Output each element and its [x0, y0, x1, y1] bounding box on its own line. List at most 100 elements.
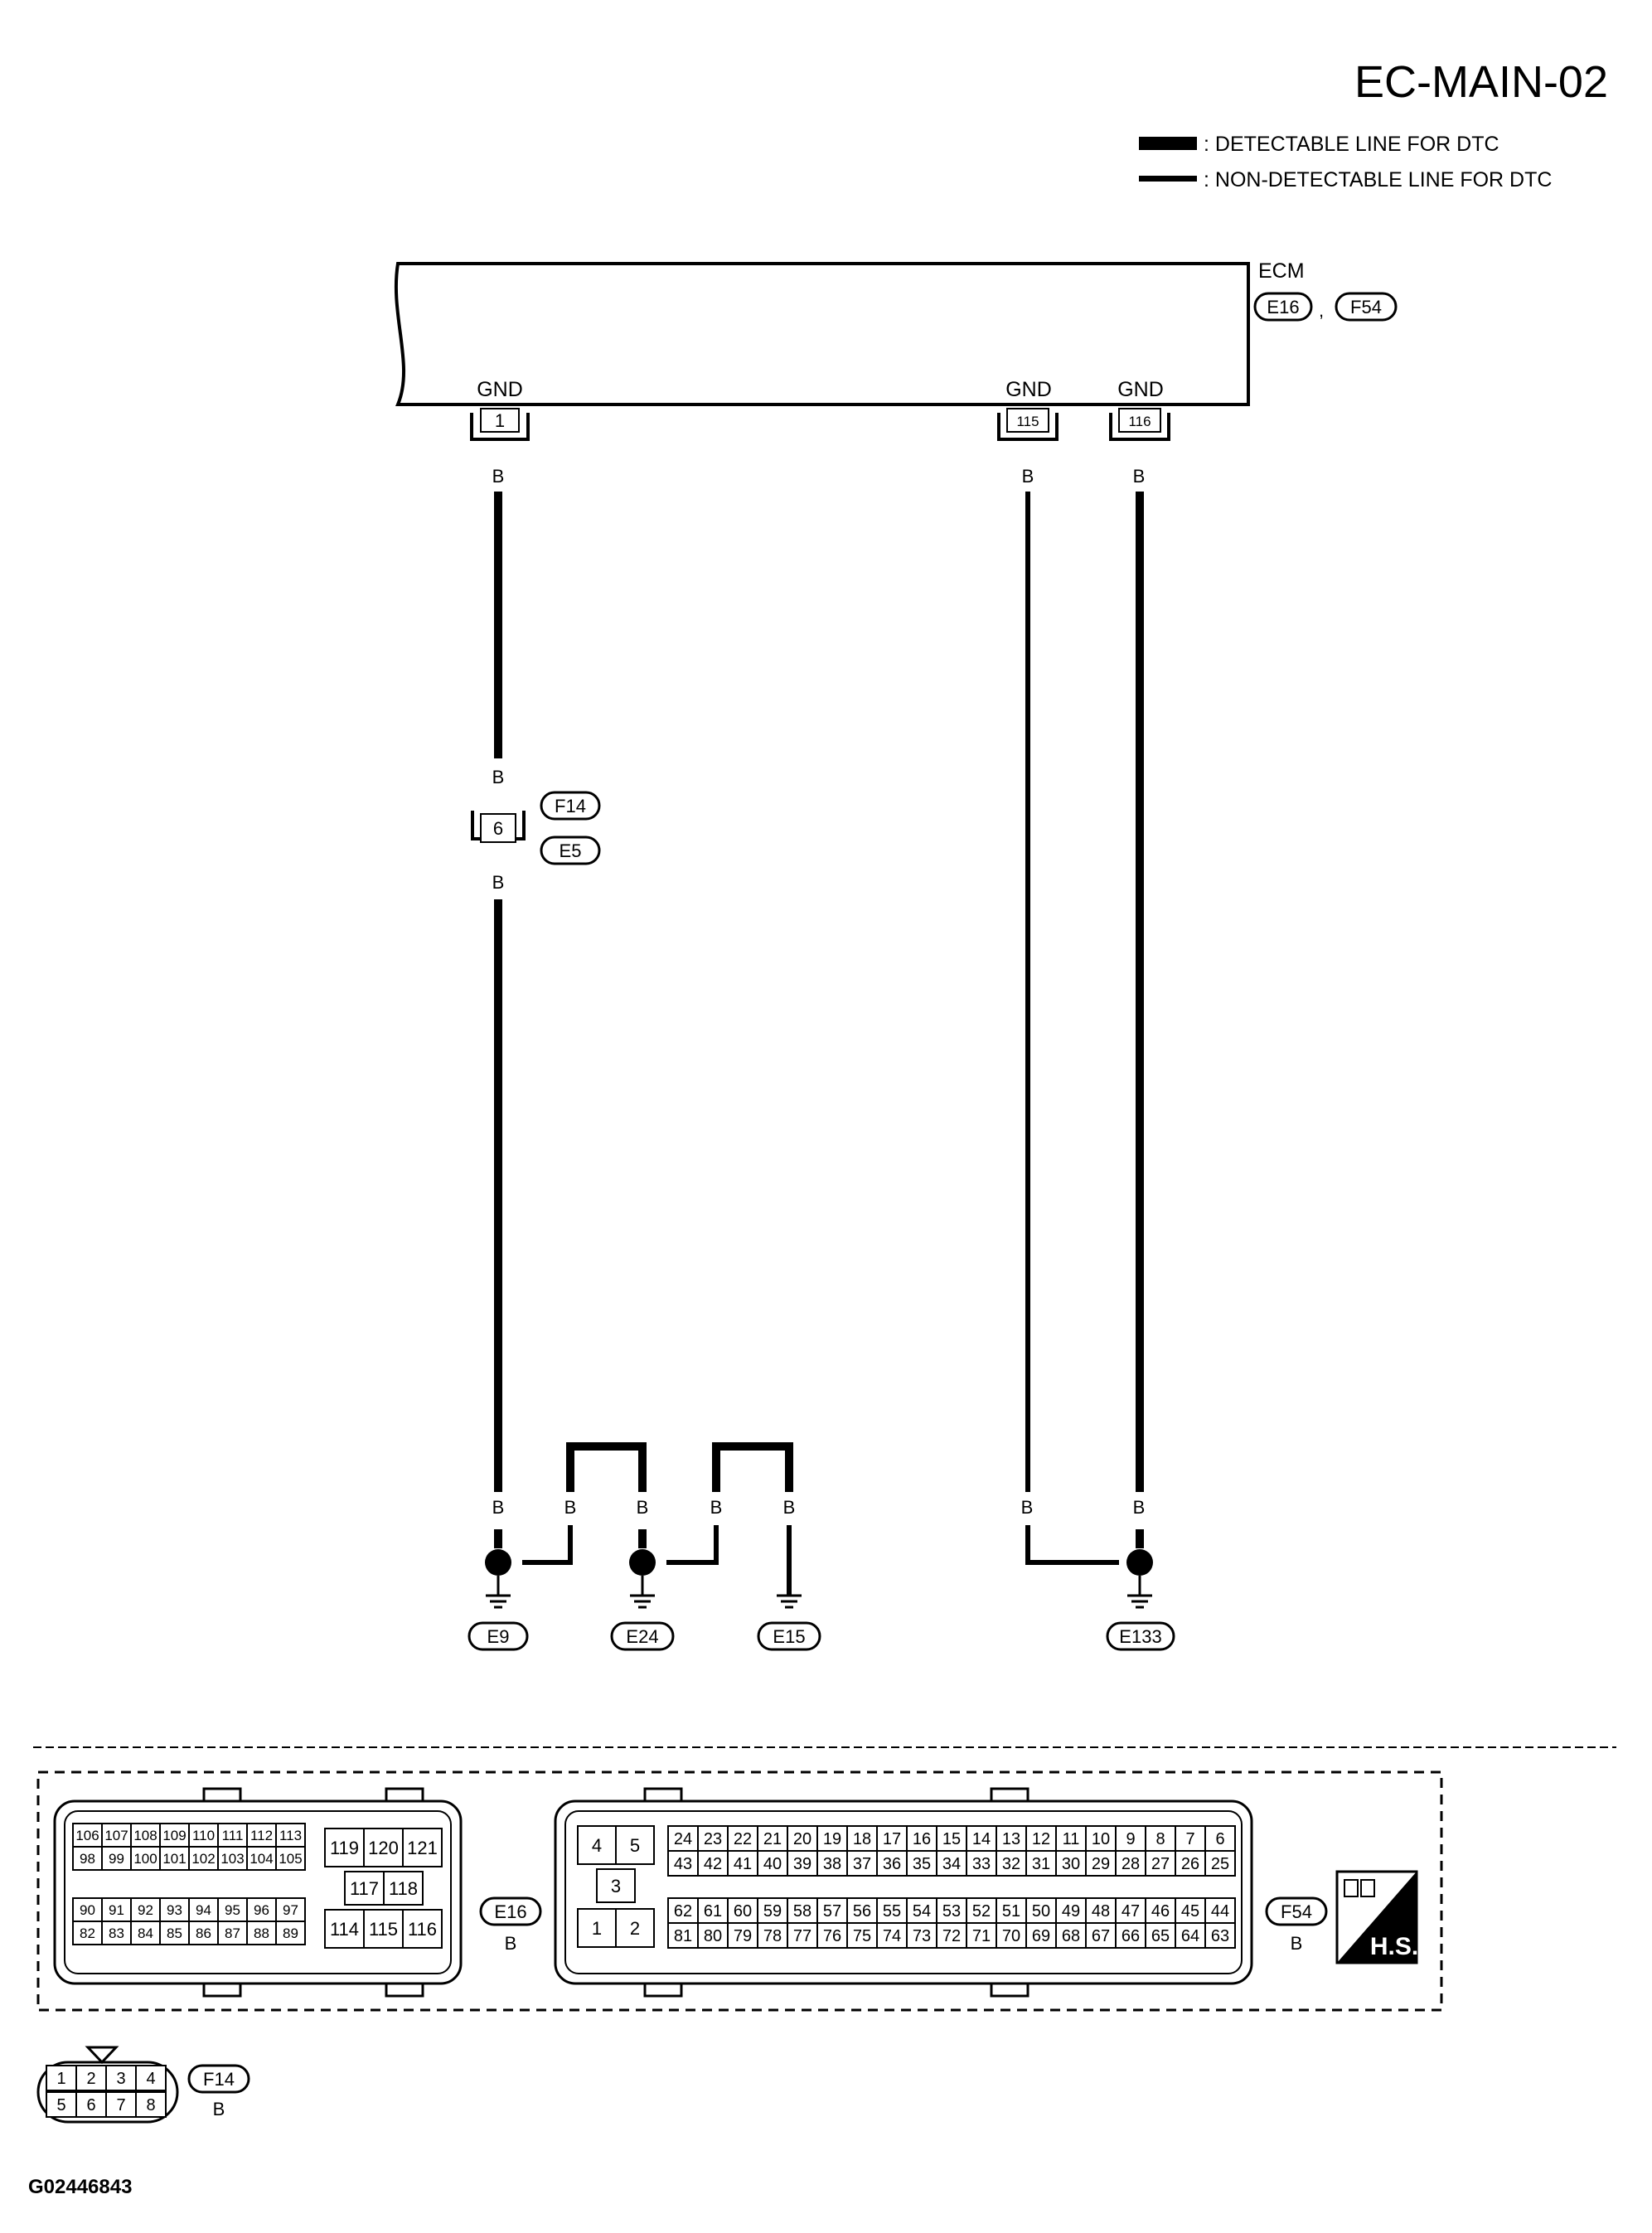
pin-cell [217, 1897, 248, 1922]
pin-number: 99 [109, 1851, 124, 1867]
pin-number: 32 [1002, 1855, 1020, 1873]
pin-cell [727, 1850, 758, 1877]
pin-number: 54 [913, 1902, 931, 1921]
ground-symbol-e24 [630, 1576, 655, 1609]
pin-number: 10 [1092, 1830, 1110, 1848]
ecm-connector-a-badge [1253, 292, 1313, 322]
wire-color-label: B [637, 1497, 649, 1518]
pin-cell [275, 1921, 306, 1945]
pin-cell [1055, 1897, 1087, 1924]
pin-cell [363, 1909, 404, 1949]
pin-number: 56 [853, 1902, 871, 1921]
pin-number: 74 [883, 1927, 901, 1945]
pin-cell [46, 2091, 77, 2118]
wire-color-labels: B B B B B B B B B B B B [492, 466, 1146, 1518]
ecm-connector-separator: , [1319, 300, 1324, 321]
pin-cell [876, 1825, 908, 1852]
pin-cell [101, 1823, 132, 1848]
page-title: EC-MAIN-02 [1354, 57, 1608, 107]
pin-number: 51 [1002, 1902, 1020, 1921]
pin-number: 33 [972, 1855, 991, 1873]
pin-number: 67 [1092, 1927, 1110, 1945]
pin-cell [966, 1825, 997, 1852]
wire-color-label: B [492, 466, 505, 487]
pin-cell [727, 1922, 758, 1949]
connector-f54-badge [1265, 1896, 1328, 1926]
pin-number: 115 [369, 1919, 398, 1940]
pin-number: 3 [611, 1876, 621, 1896]
pin-number: 4 [592, 1835, 602, 1856]
ground-e133-badge [1106, 1621, 1175, 1651]
ecm-connector-b-badge [1335, 292, 1398, 322]
pin-number: 60 [734, 1902, 752, 1921]
ecm-terminal-115-name: GND [1005, 378, 1052, 401]
pin-cell [1204, 1850, 1236, 1877]
legend: : DETECTABLE LINE FOR DTC : NON-DETECTAB… [1139, 133, 1552, 191]
pin-number: 41 [734, 1855, 752, 1873]
pin-number: 8 [1155, 1830, 1165, 1848]
pin-cell [1204, 1922, 1236, 1949]
pin-cell [936, 1922, 967, 1949]
pin-number: 118 [389, 1878, 418, 1899]
pin-number: 107 [104, 1828, 128, 1843]
pin-cell [906, 1850, 937, 1877]
pin-number: 53 [942, 1902, 961, 1921]
pin-cell [135, 2065, 167, 2091]
ground-e15-label: E15 [773, 1626, 805, 1647]
pin-number: 95 [225, 1902, 240, 1918]
wire-color-label: B [492, 1497, 505, 1518]
pin-number: 43 [674, 1855, 692, 1873]
connector-f54-outer [554, 1799, 1253, 1985]
pin-cell [577, 1908, 617, 1948]
pin-number: 91 [109, 1902, 124, 1918]
pin-number: 82 [80, 1925, 95, 1941]
ground-e24-label: E24 [626, 1626, 658, 1647]
connector-e16-latch [385, 1787, 424, 1801]
connector-f54-inner [564, 1810, 1243, 1974]
pin-cell [72, 1846, 103, 1871]
hs-badge-fill [1337, 1872, 1417, 1963]
pin-number: 46 [1151, 1902, 1170, 1921]
pin-number: 77 [793, 1927, 811, 1945]
pin-number: 50 [1032, 1902, 1050, 1921]
pin-number: 52 [972, 1902, 991, 1921]
connector-f14-badge [187, 2064, 250, 2094]
pin-number: 100 [133, 1851, 157, 1867]
pin-number: 7 [1185, 1830, 1194, 1848]
pin-cell [846, 1922, 878, 1949]
connector-frame [36, 1770, 1443, 2012]
wire-link-e24-e15 [712, 1442, 793, 1492]
pin-number: 4 [146, 2070, 155, 2088]
connector-f54-latch [643, 1787, 683, 1801]
pin-cell [275, 1846, 306, 1871]
connector-f14-code: F14 [203, 2069, 235, 2090]
wire-color-label: B [564, 1497, 577, 1518]
pin-number: 80 [704, 1927, 722, 1945]
splice-dot [629, 1549, 656, 1576]
pin-number: 116 [408, 1919, 437, 1940]
ecm-terminal-115-box [1006, 408, 1049, 433]
pin-cell [1055, 1825, 1087, 1852]
pin-cell [876, 1850, 908, 1877]
pin-number: 112 [250, 1828, 273, 1843]
ecm-terminal-115-housing [997, 413, 1059, 441]
pin-number: 59 [763, 1902, 782, 1921]
pin-cell [816, 1825, 848, 1852]
pin-number: 18 [853, 1830, 871, 1848]
wire-color-label: B [783, 1497, 796, 1518]
pin-cell [846, 1850, 878, 1877]
pin-cell [846, 1825, 878, 1852]
pin-number: 25 [1211, 1855, 1229, 1873]
pin-cell [816, 1897, 848, 1924]
ecm-terminal-116-pin: 116 [1128, 414, 1151, 429]
pin-cell [757, 1825, 788, 1852]
pin-cell [130, 1921, 161, 1945]
connector-f54-latch [990, 1984, 1029, 1998]
pin-cell [217, 1921, 248, 1945]
pin-number: 38 [823, 1855, 841, 1873]
ground-e9-badge [468, 1621, 529, 1651]
pin-number: 15 [942, 1830, 961, 1848]
pin-number: 8 [146, 2096, 155, 2114]
